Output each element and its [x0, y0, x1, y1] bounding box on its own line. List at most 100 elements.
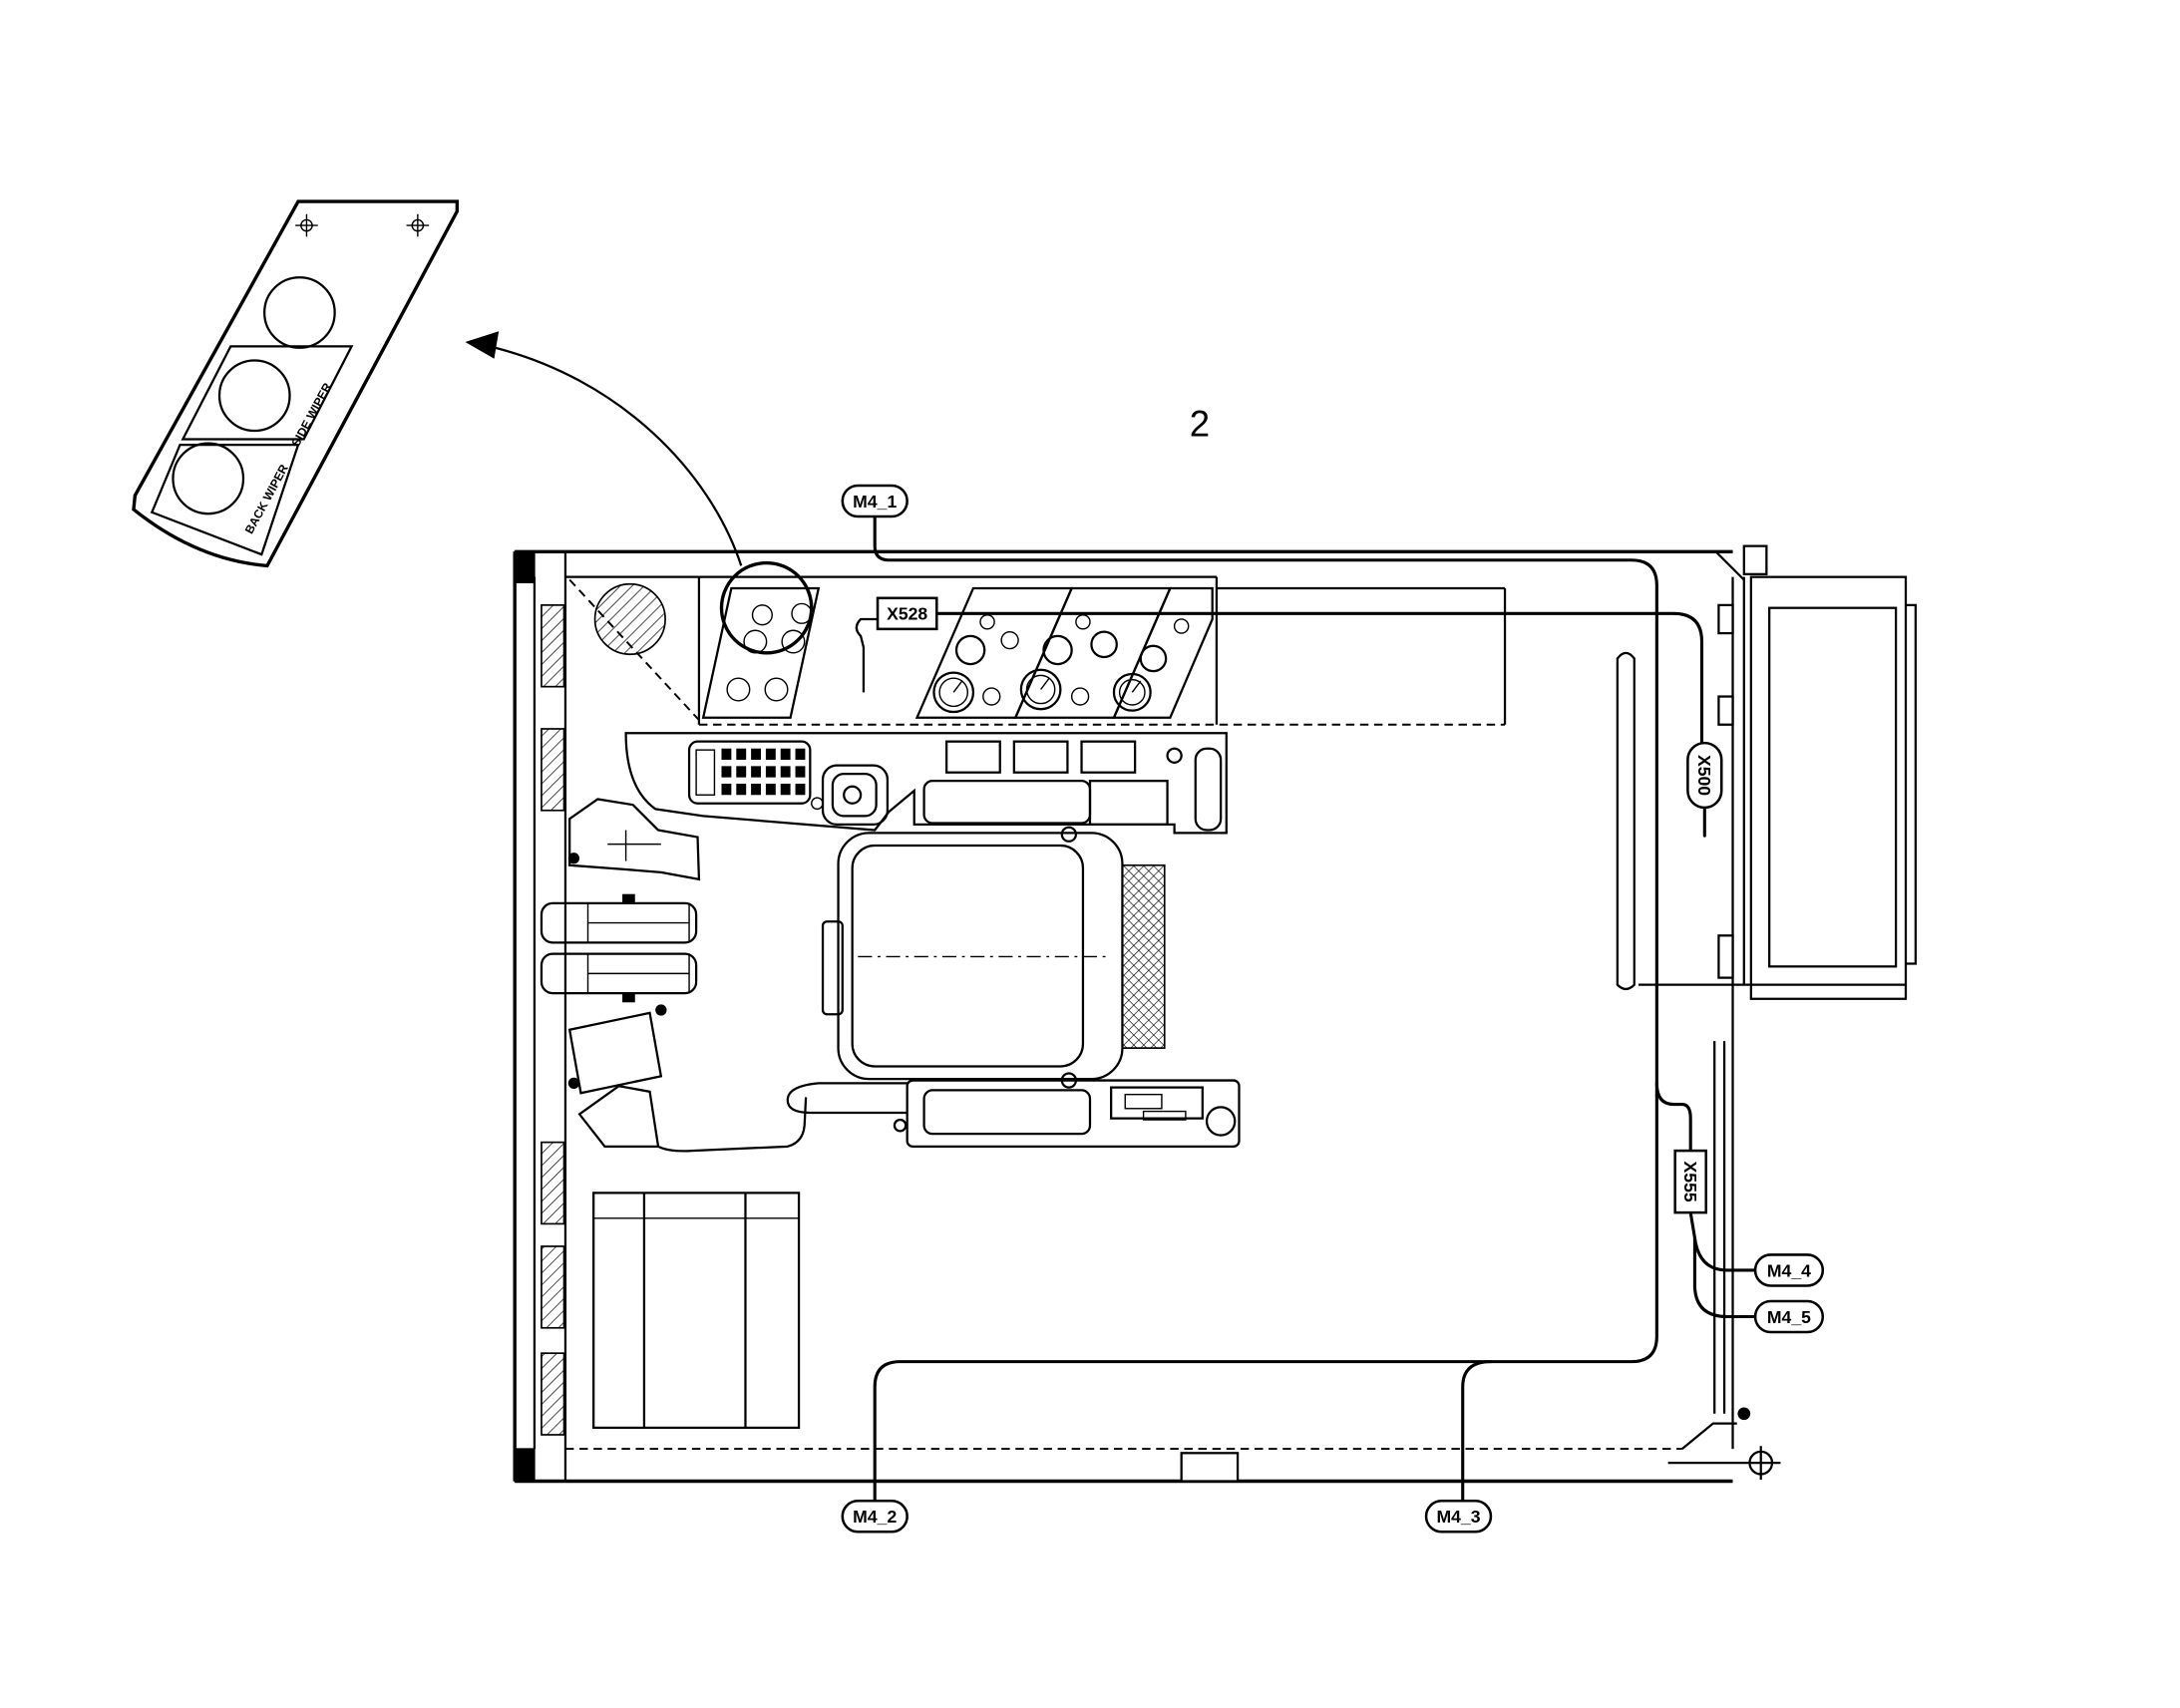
connector-label: M4_1	[853, 492, 897, 512]
connector-m4-4: M4_4	[1753, 1253, 1825, 1287]
round-vent-hatched	[593, 582, 666, 656]
connector-x500: X500	[1686, 741, 1723, 810]
connector-x555: X555	[1673, 1149, 1707, 1214]
harness-wire-x555	[1654, 1081, 1692, 1153]
connector-tag	[1753, 1253, 1825, 1287]
connector-block	[1717, 603, 1734, 635]
connector-tag	[841, 1499, 908, 1534]
right-side-structure	[1616, 575, 1917, 1481]
switch-knob-icon	[781, 629, 806, 654]
connector-label: M4_5	[1767, 1307, 1811, 1327]
gauge-panel	[1112, 586, 1214, 719]
operator-seat	[786, 826, 1166, 1115]
bottom-right-corner	[1681, 1422, 1737, 1450]
cab-corner-post	[514, 1448, 536, 1483]
keypad-key	[751, 766, 761, 778]
connector-label: X528	[887, 604, 927, 624]
joystick-housing	[821, 764, 890, 827]
seat-base	[786, 1082, 908, 1115]
gauge-icon	[1112, 672, 1152, 712]
connector-block	[1717, 934, 1734, 979]
keypad-key	[765, 766, 776, 778]
connector-x528: X528	[876, 596, 938, 631]
connector-label: X555	[1680, 1162, 1700, 1202]
gauge-icon	[1042, 634, 1073, 666]
keypad-key	[780, 766, 791, 778]
connector-m4-5: M4_5	[1753, 1299, 1825, 1334]
seat-mesh-panel	[1121, 863, 1166, 1049]
gauge-icon	[1070, 687, 1090, 706]
dashboard-outline	[624, 732, 1228, 835]
storage-box	[592, 1192, 801, 1430]
connector-label: M4_3	[1436, 1507, 1480, 1527]
pedals-and-levers	[540, 798, 808, 1153]
connector-tag	[841, 484, 908, 518]
radio-unit	[1110, 1086, 1204, 1120]
keypad-key	[736, 748, 747, 761]
connector-m4-2: M4_2	[841, 1499, 908, 1534]
gauge-needle	[1040, 677, 1050, 690]
joystick-boot	[831, 772, 878, 818]
door-rail	[1616, 651, 1635, 991]
branch-wire-m4-3	[1461, 1360, 1493, 1503]
keypad-key	[721, 766, 732, 778]
dashboard-button-icon	[1166, 747, 1183, 764]
floor-pedal	[577, 1085, 660, 1148]
floor-pedal	[567, 1011, 663, 1095]
storage-box-outline	[592, 1192, 801, 1430]
connector-tag	[1753, 1299, 1825, 1334]
wall-pad-hatched	[541, 1245, 565, 1329]
pedal	[540, 952, 698, 995]
keypad-key	[780, 783, 791, 796]
keypad-key	[795, 766, 806, 778]
switch-knob-icon	[764, 677, 789, 702]
branch-wire-m4-5	[1692, 1235, 1757, 1319]
switch-panel-outline	[132, 199, 460, 568]
display-screen	[1012, 740, 1069, 774]
pedal	[540, 901, 698, 944]
side-handle	[1194, 747, 1223, 832]
keypad-key	[721, 783, 732, 796]
dashboard	[624, 732, 1228, 835]
switch-strip	[701, 586, 821, 719]
hinge-icon	[1748, 1450, 1774, 1476]
joystick-button-icon	[811, 797, 824, 811]
control-lever	[568, 798, 701, 881]
keypad-key	[751, 783, 761, 796]
x528-tail-wire	[855, 617, 879, 693]
keypad-block	[695, 749, 716, 796]
gauge-icon	[938, 677, 969, 708]
mount-icon	[893, 1118, 908, 1133]
back-wiper-label: BACK WIPER	[242, 462, 291, 536]
detail-arrow	[465, 331, 743, 566]
radio-display	[1124, 1093, 1163, 1110]
gauge-icon	[1090, 630, 1118, 659]
gauge-icon	[1118, 678, 1146, 706]
knob-icon	[1205, 1106, 1237, 1137]
gauge-icon	[1000, 630, 1019, 650]
connector-tag	[1686, 741, 1723, 810]
wiring-harness	[855, 514, 1757, 1503]
wall-pad-hatched	[541, 728, 565, 812]
mount-icon	[567, 1077, 580, 1090]
side-window-edge	[1905, 603, 1917, 965]
wall-pad-hatched	[541, 604, 565, 688]
screw-icon	[295, 213, 318, 237]
pedal-hinge	[622, 893, 635, 904]
side-console-outline	[906, 1079, 1241, 1148]
side-console	[893, 1079, 1241, 1148]
keypad-key	[765, 783, 776, 796]
keypad-keys	[695, 748, 806, 796]
side-console-bar	[922, 1089, 1092, 1136]
arrow-head-icon	[465, 331, 500, 359]
cab-outline	[513, 544, 1768, 1484]
pedal-wire	[657, 1097, 808, 1153]
keypad-key	[765, 748, 776, 761]
seat-armrest	[821, 920, 844, 1016]
back-wiper-switch-frame	[150, 443, 300, 556]
switch-hole-empty	[263, 276, 336, 349]
gauge-icon	[954, 634, 986, 666]
keypad-key	[736, 766, 747, 778]
keypad-key	[780, 748, 791, 761]
wall-pad-hatched	[541, 1141, 565, 1225]
